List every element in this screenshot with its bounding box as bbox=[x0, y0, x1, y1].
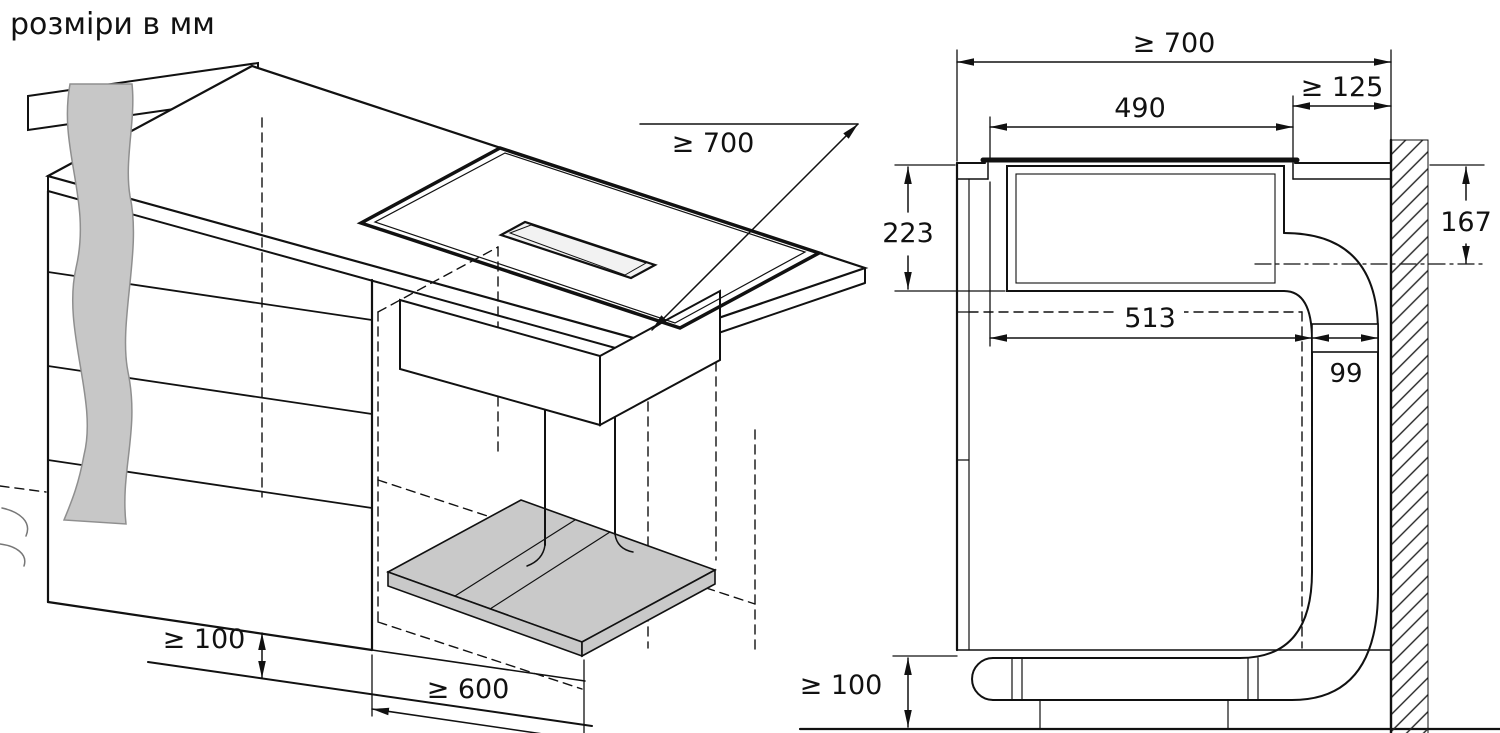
duct-outlet bbox=[1283, 232, 1379, 591]
wall-break-band bbox=[62, 83, 135, 525]
dim-label-worktop-depth-section: ≥ 700 bbox=[1133, 28, 1216, 59]
flat-duct-channel bbox=[386, 499, 717, 658]
page-title: розміри в мм bbox=[10, 7, 215, 42]
dim-plinth-height-section bbox=[892, 655, 958, 728]
wall-break-marks bbox=[0, 507, 29, 567]
worktop-section bbox=[956, 162, 1392, 180]
dim-wall-clearance bbox=[1292, 95, 1392, 162]
wall-hatch bbox=[1391, 140, 1428, 733]
plenum-box-section bbox=[1006, 165, 1285, 292]
dim-label-wall-clearance: ≥ 125 bbox=[1301, 72, 1384, 103]
duct-horizontal bbox=[971, 571, 1379, 729]
dim-label-cabinet-width: ≥ 600 bbox=[427, 674, 510, 705]
dim-appliance-height bbox=[894, 164, 1006, 292]
vent-slot-inner bbox=[508, 224, 648, 276]
dim-worktop-depth bbox=[639, 123, 859, 331]
dim-label-appliance-depth: 513 bbox=[1124, 303, 1176, 334]
hidden-lines-section bbox=[968, 311, 1303, 649]
dim-label-duct-width: 99 bbox=[1329, 359, 1362, 389]
dim-label-outlet-offset: 167 bbox=[1440, 207, 1492, 238]
dim-outlet-offset bbox=[1429, 164, 1485, 264]
dim-cabinet-width bbox=[371, 654, 585, 733]
wall-section bbox=[1389, 138, 1429, 733]
dim-cutout-width bbox=[989, 116, 1294, 161]
dim-label-plinth-height: ≥ 100 bbox=[163, 624, 246, 655]
dim-label-appliance-height: 223 bbox=[882, 218, 934, 249]
dim-worktop-depth-section bbox=[956, 49, 1392, 162]
dim-label-cutout-width: 490 bbox=[1114, 93, 1166, 124]
perspective-view: ≥ 700 ≥ 100 ≥ 600 bbox=[0, 61, 869, 733]
dim-label-plinth-height-section: ≥ 100 bbox=[800, 670, 883, 701]
cabinet-section bbox=[955, 161, 1392, 652]
dim-label-worktop-depth: ≥ 700 bbox=[672, 128, 755, 159]
section-view: ≥ 700 ≥ 125 490 223 167 513 99 ≥ 100 bbox=[798, 28, 1500, 733]
duct-vertical bbox=[526, 409, 634, 567]
dim-appliance-depth bbox=[989, 181, 1313, 347]
